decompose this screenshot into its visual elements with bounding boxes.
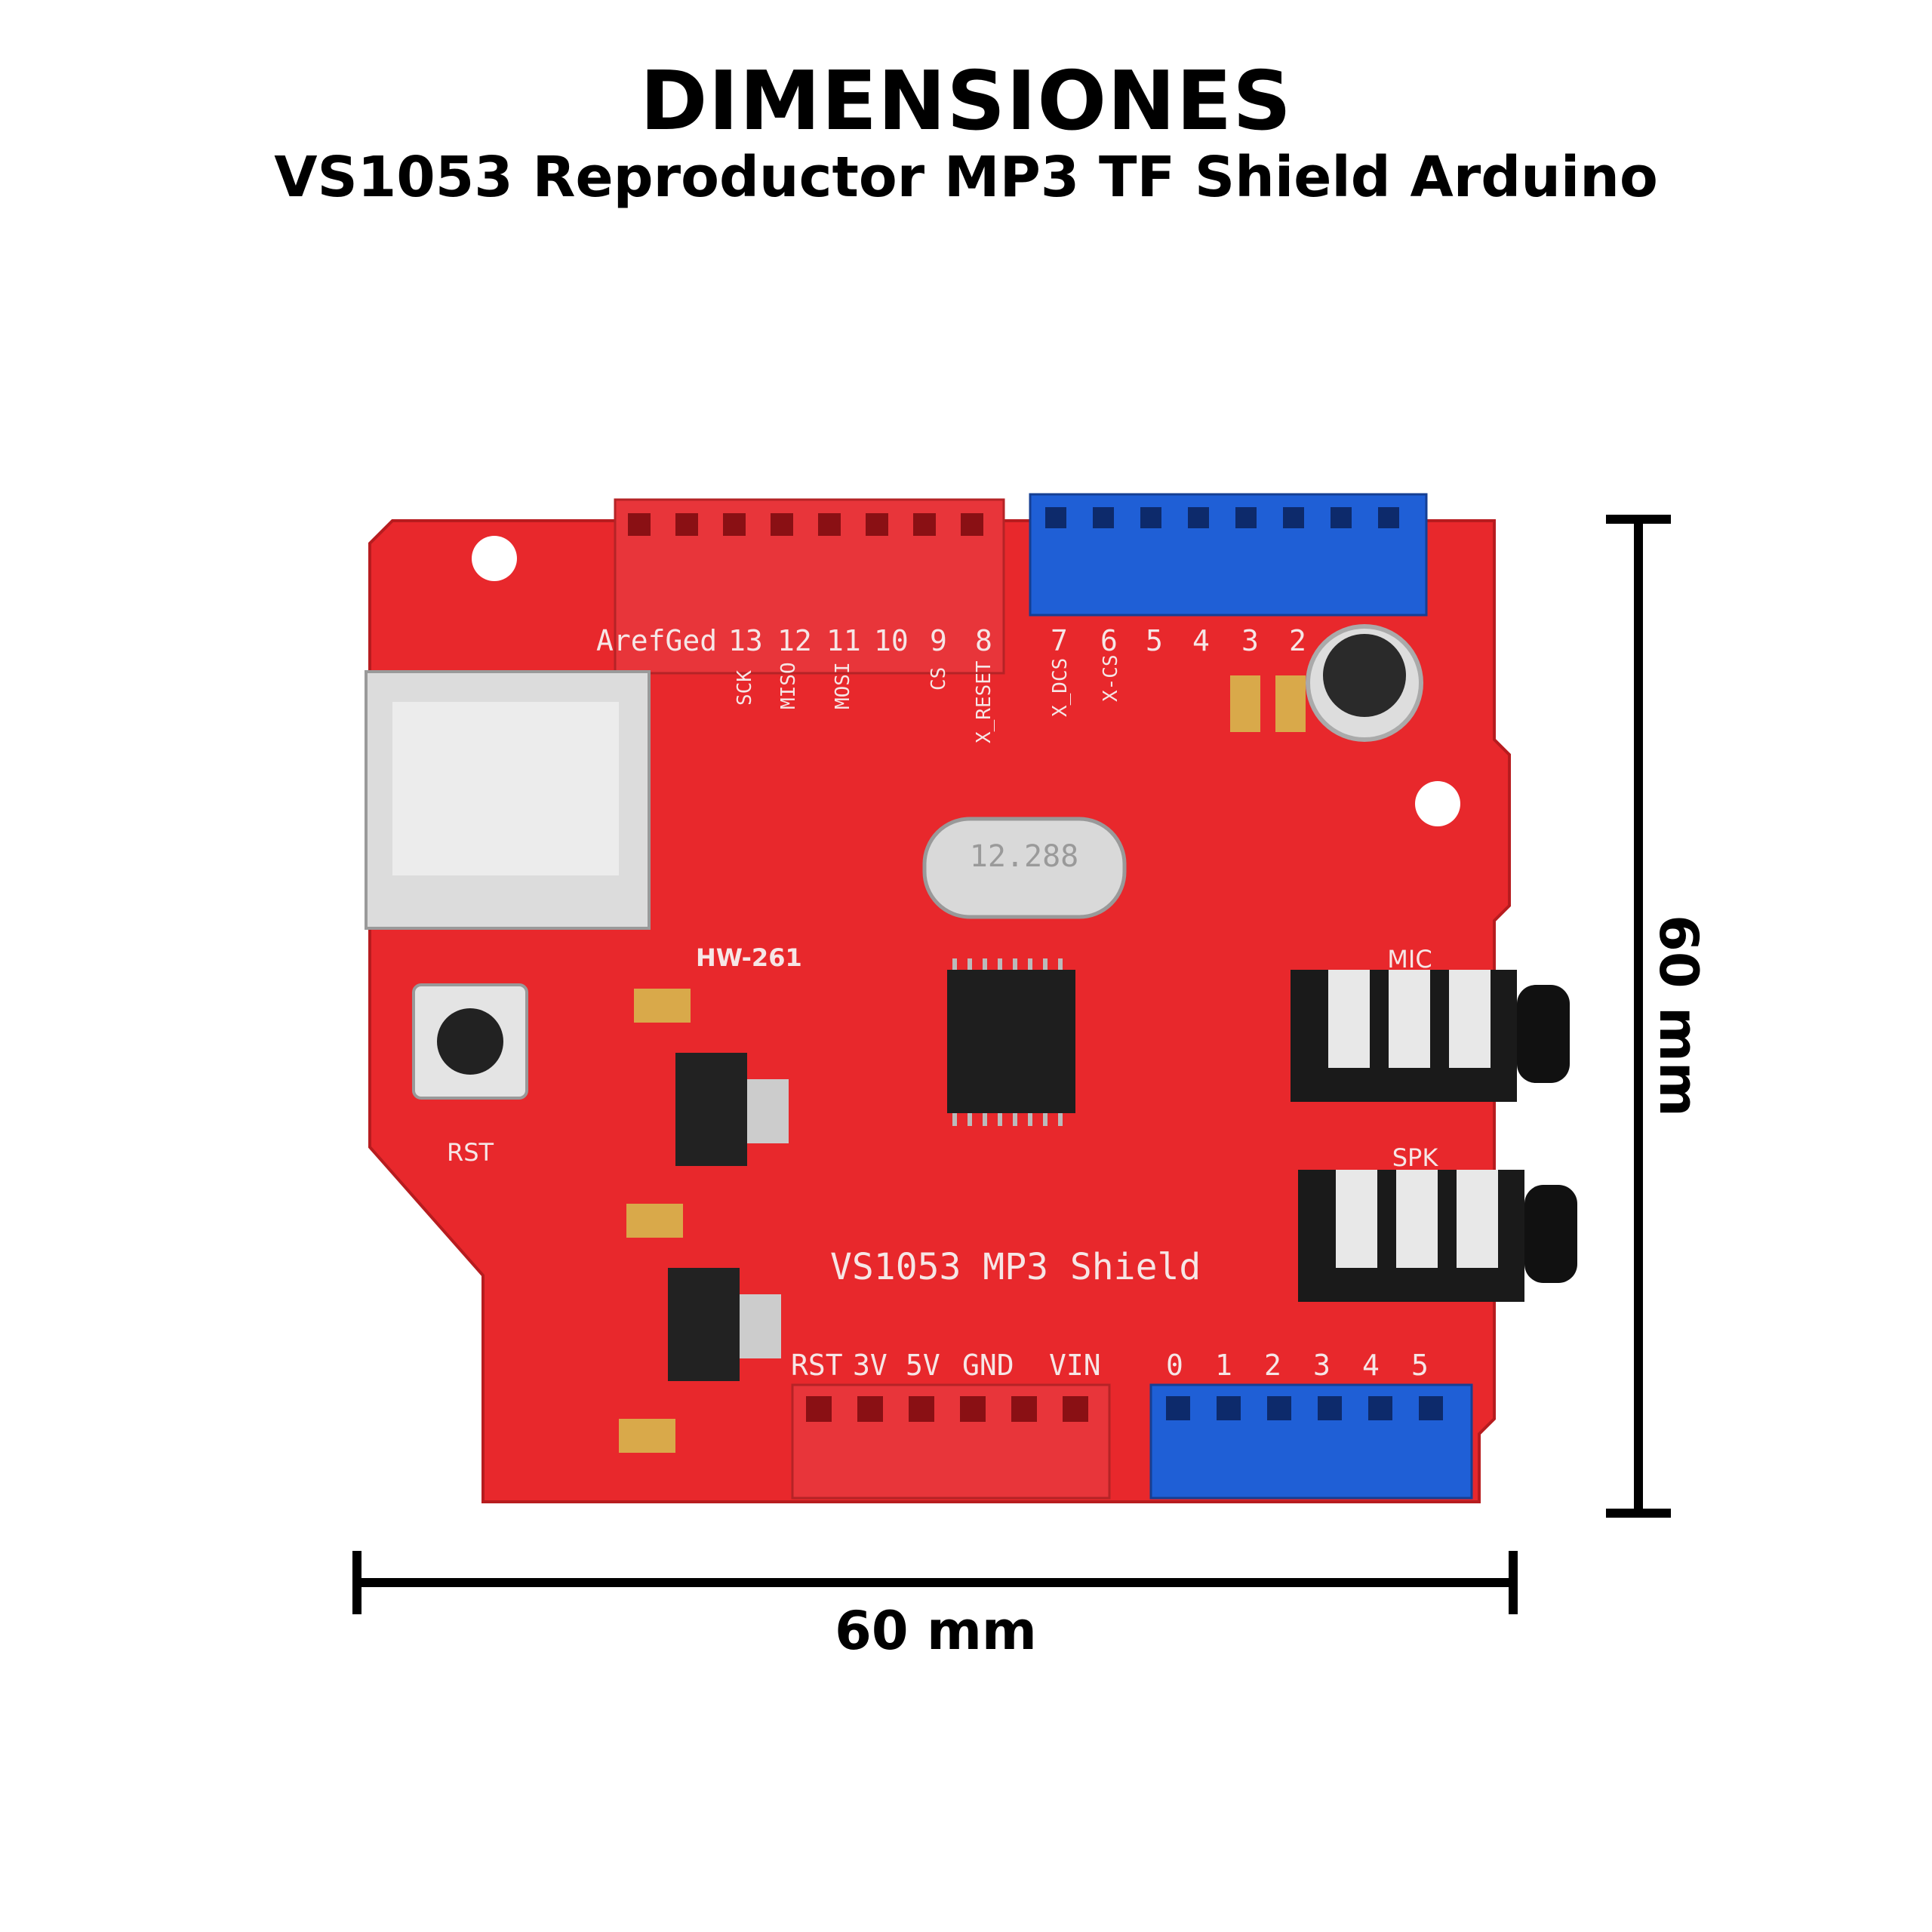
model-label: HW-261 — [696, 943, 802, 972]
silk-pin: 2 — [1289, 624, 1306, 657]
mount-hole — [1415, 781, 1460, 826]
header-red-top-sockets — [628, 513, 983, 536]
header-blue-top-sockets — [1045, 507, 1399, 528]
header-blue-bottom — [1149, 1383, 1473, 1500]
board-name-label: VS1053 MP3 Shield — [830, 1246, 1201, 1288]
audio-jack-spk — [1298, 1170, 1577, 1302]
width-label: 60 mm — [835, 1600, 1037, 1662]
page-title: DIMENSIONES — [639, 54, 1293, 149]
reset-label: RST — [447, 1138, 494, 1167]
silk-power: 3V — [853, 1349, 888, 1382]
silk-pin: 9 — [930, 624, 947, 657]
mount-hole — [472, 536, 517, 581]
spk-label: SPK — [1392, 1143, 1439, 1172]
silk-aref: ArefGed — [596, 624, 717, 657]
width-dimension-line — [352, 1551, 1518, 1614]
silk-analog: 5 — [1411, 1349, 1429, 1382]
voltage-regulator — [675, 1053, 747, 1166]
mic-label: MIC — [1387, 945, 1432, 974]
silk-pin: 4 — [1192, 624, 1210, 657]
silk-analog: 1 — [1215, 1349, 1232, 1382]
silk-analog: 3 — [1313, 1349, 1331, 1382]
silk-pin: 5 — [1146, 624, 1163, 657]
silk-power: RST — [791, 1349, 843, 1382]
header-blue-bottom-sockets — [1166, 1396, 1443, 1420]
silk-func: X-CS — [1100, 654, 1122, 702]
voltage-regulator-tab — [740, 1294, 781, 1358]
height-label: 60 mm — [1647, 915, 1709, 1117]
silk-pin: 6 — [1100, 624, 1118, 657]
sd-card-slot-inner — [392, 702, 619, 875]
silk-pin: 10 — [874, 624, 909, 657]
silk-pin: 12 — [777, 624, 812, 657]
silk-pin: 3 — [1241, 624, 1259, 657]
silk-power: GND — [962, 1349, 1014, 1382]
silk-func: X_RESET — [973, 660, 995, 743]
height-dimension-line — [1606, 515, 1671, 1518]
chip-pins — [952, 958, 1063, 1126]
audio-jack-mic — [1291, 970, 1570, 1102]
silk-func: X_DCS — [1049, 658, 1072, 717]
silk-analog: 2 — [1264, 1349, 1281, 1382]
voltage-regulator — [668, 1268, 740, 1381]
crystal-label: 12.288 — [970, 839, 1079, 874]
page-subtitle: VS1053 Reproductor MP3 TF Shield Arduino — [274, 145, 1658, 210]
reset-button-cap — [437, 1008, 503, 1075]
silk-power: 5V — [906, 1349, 940, 1382]
silk-pin: 11 — [826, 624, 861, 657]
crystal — [922, 817, 1127, 919]
capacitors — [619, 675, 1306, 1453]
header-red-bottom — [791, 1383, 1111, 1500]
silk-analog: 0 — [1166, 1349, 1183, 1382]
silk-pin: 13 — [728, 624, 763, 657]
silk-func: CS — [928, 667, 950, 691]
voltage-regulator-tab — [747, 1079, 789, 1143]
header-blue-top — [1029, 493, 1428, 617]
silk-func: SCK — [734, 670, 756, 706]
silk-pin: 7 — [1051, 624, 1068, 657]
microphone-grille — [1323, 634, 1406, 717]
silk-func: MOSI — [832, 662, 854, 709]
pcb-board — [368, 519, 1511, 1503]
header-red-bottom-sockets — [806, 1396, 1088, 1422]
silk-func: MISO — [777, 662, 800, 709]
silk-power: VIN — [1049, 1349, 1101, 1382]
silk-pin: 8 — [975, 624, 992, 657]
silk-analog: 4 — [1362, 1349, 1380, 1382]
vs1053-chip — [947, 970, 1075, 1113]
